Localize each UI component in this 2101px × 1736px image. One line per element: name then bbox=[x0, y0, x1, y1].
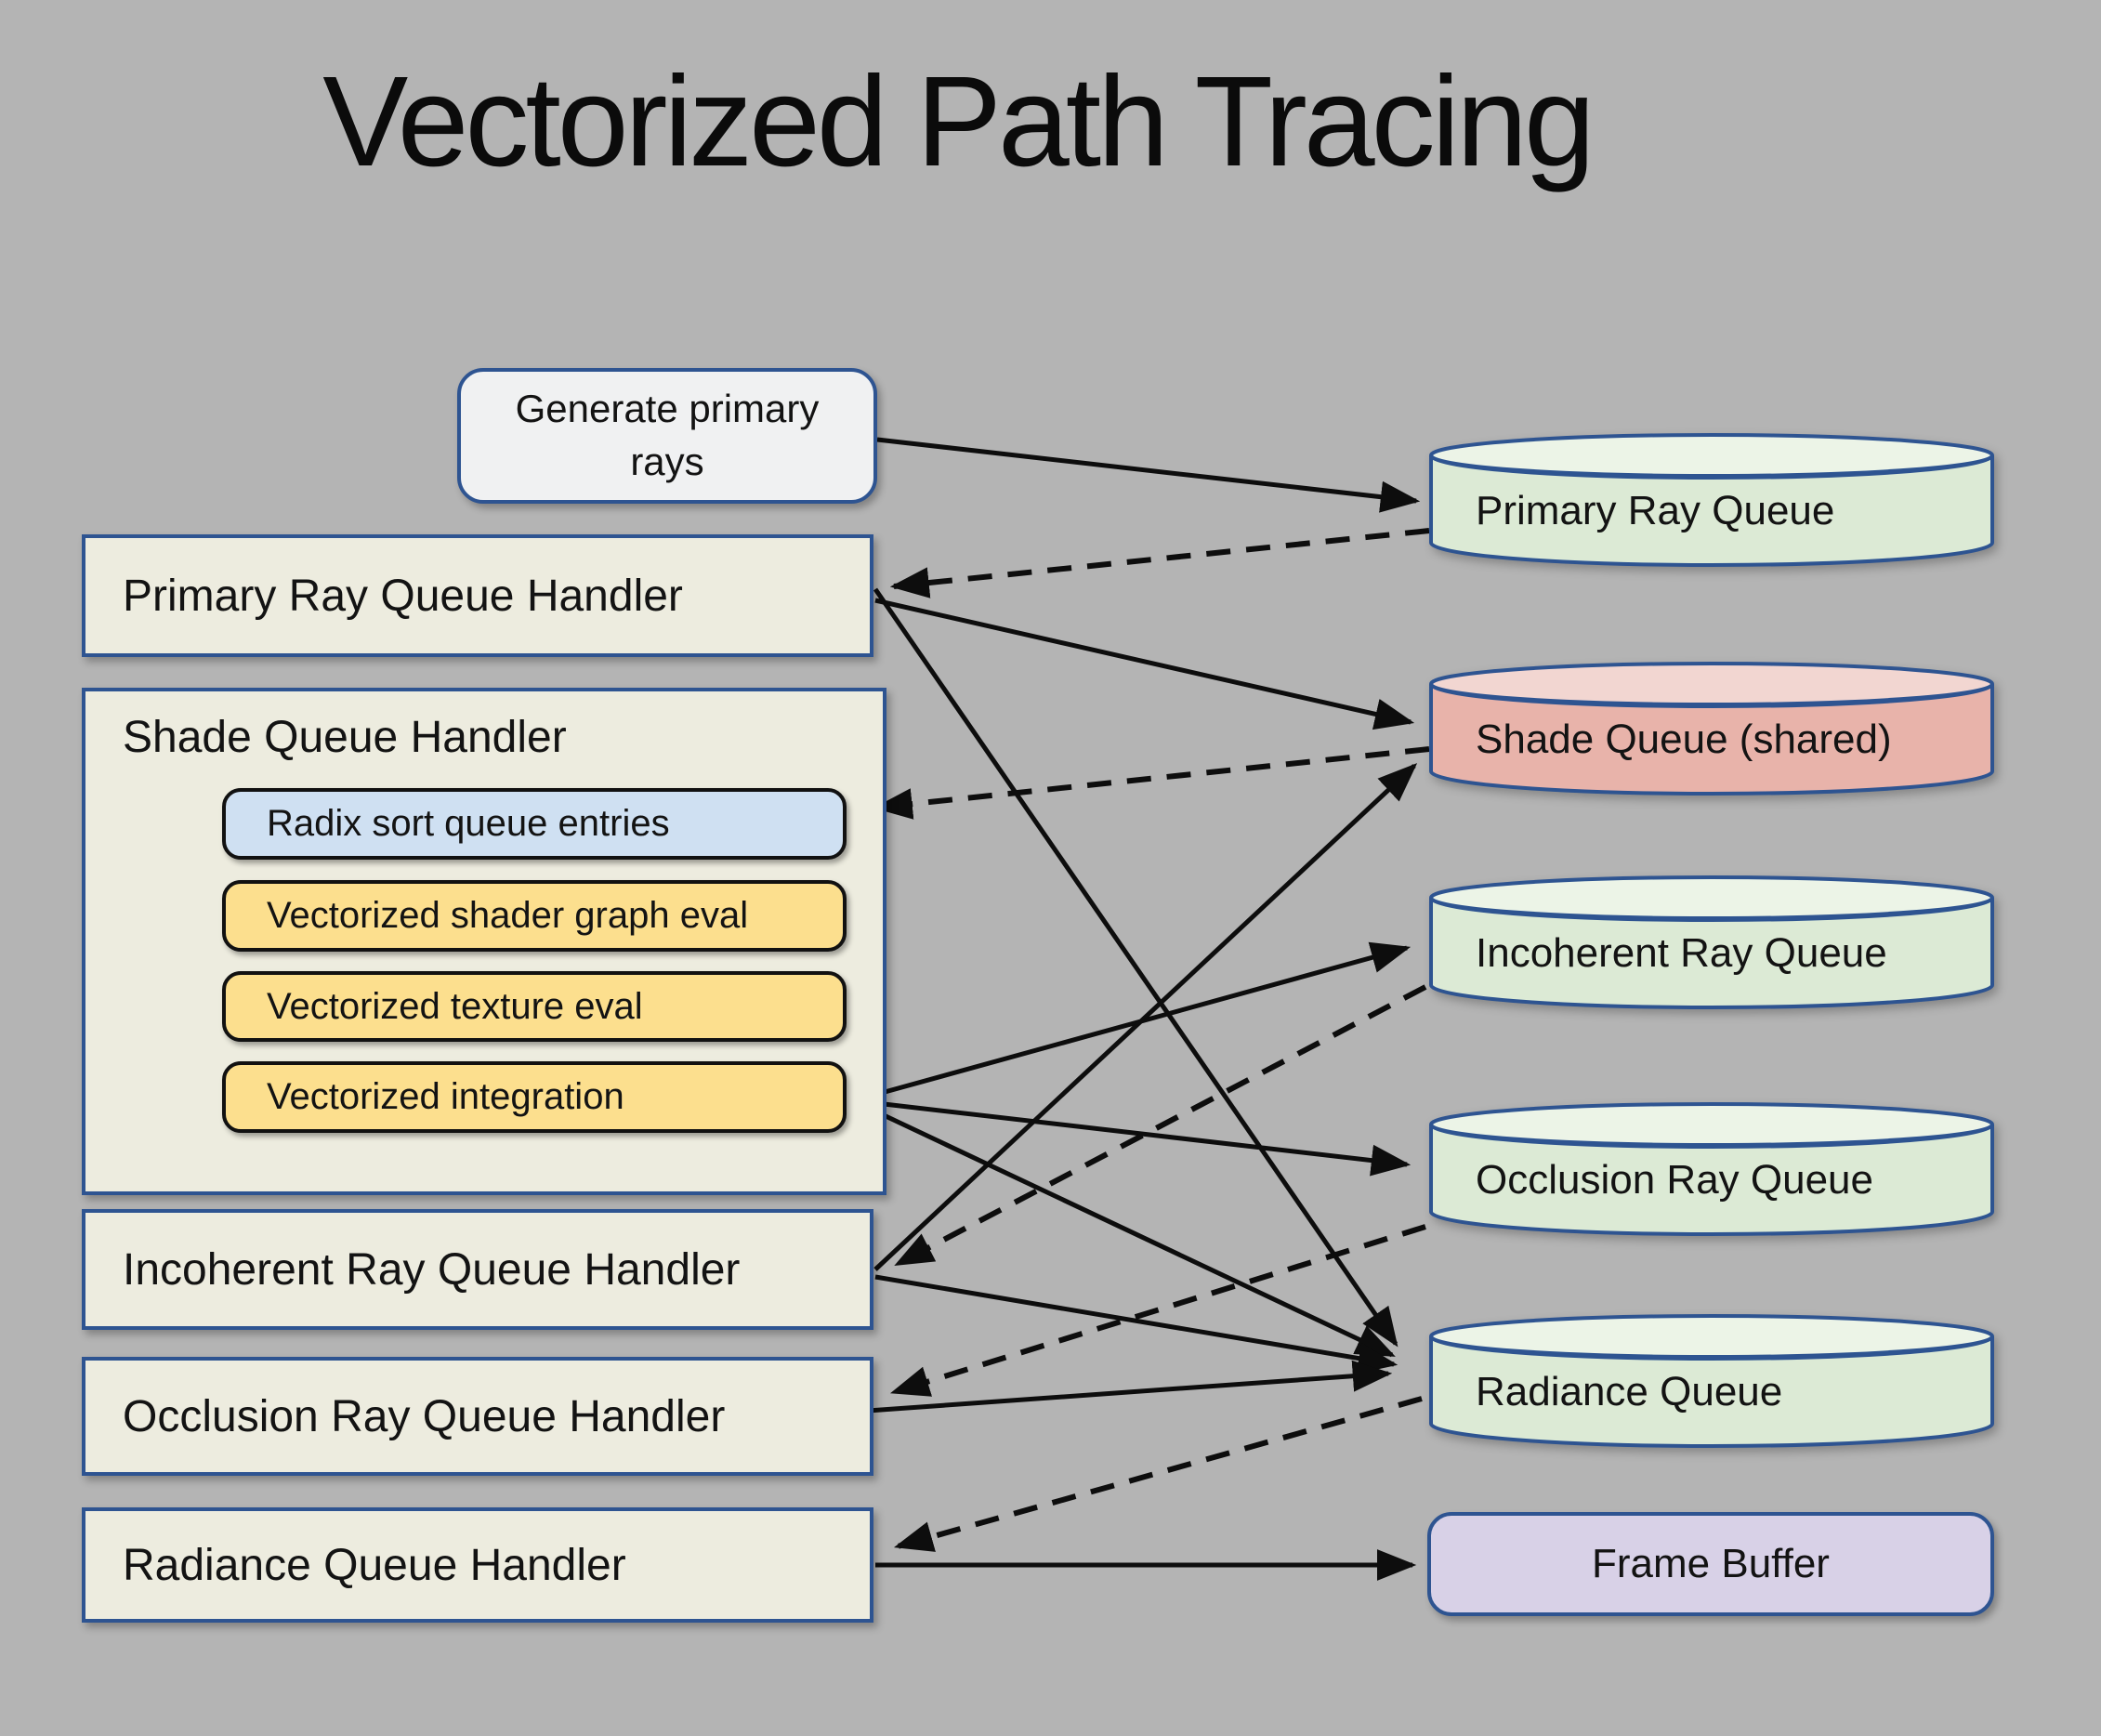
edge-integration-to-occlusion-ray-queue bbox=[867, 1099, 1412, 1177]
cylinder-shape bbox=[1429, 1314, 1994, 1448]
incoherent-ray-queue-handler-box: Incoherent Ray Queue Handler bbox=[82, 1209, 873, 1330]
vectorized-shader-graph-eval-box: Vectorized shader graph eval bbox=[222, 880, 847, 952]
radix-sort-queue-entries-box: Radix sort queue entries bbox=[222, 788, 847, 860]
generate-primary-rays-box: Generate primary rays bbox=[457, 368, 877, 504]
frame-buffer-box: Frame Buffer bbox=[1427, 1512, 1994, 1616]
vectorized-integration-label: Vectorized integration bbox=[267, 1076, 624, 1117]
edge-radiance-queue-to-radiance-handler bbox=[893, 1396, 1423, 1552]
edge-integration-to-incoherent-ray-queue bbox=[867, 941, 1412, 1099]
radiance-queue-cylinder: Radiance Queue bbox=[1427, 1312, 1996, 1452]
shade-queue-handler-label: Shade Queue Handler bbox=[123, 713, 567, 762]
occlusion-ray-queue-cylinder: Occlusion Ray Queue bbox=[1427, 1100, 1996, 1240]
edge-incoherent-ray-queue-to-incoherent-handler bbox=[894, 984, 1427, 1267]
edge-primary-ray-queue-to-primary-handler bbox=[889, 528, 1430, 598]
cylinder-shape bbox=[1429, 875, 1994, 1009]
cylinder-shape bbox=[1429, 1102, 1994, 1236]
radiance-queue-label: Radiance Queue bbox=[1476, 1368, 1783, 1414]
edge-generate-to-primary-ray-queue bbox=[876, 437, 1421, 513]
radiance-queue-handler-box: Radiance Queue Handler bbox=[82, 1507, 873, 1623]
vectorized-texture-eval-label: Vectorized texture eval bbox=[267, 985, 643, 1027]
cylinder-shape bbox=[1429, 662, 1994, 796]
primary-ray-queue-label: Primary Ray Queue bbox=[1476, 487, 1835, 533]
diagram-title: Vectorized Path Tracing bbox=[322, 50, 1595, 193]
edge-primary-handler-to-radiance-queue bbox=[873, 587, 1398, 1348]
vectorized-texture-eval-box: Vectorized texture eval bbox=[222, 971, 847, 1042]
occlusion-ray-queue-handler-box: Occlusion Ray Queue Handler bbox=[82, 1357, 873, 1476]
cylinder-shape bbox=[1429, 433, 1994, 567]
edge-occlusion-handler-to-radiance-queue bbox=[867, 1360, 1393, 1414]
shade-queue-label: Shade Queue (shared) bbox=[1476, 716, 1892, 762]
edge-incoherent-handler-to-shade-queue bbox=[873, 763, 1418, 1271]
vectorized-integration-box: Vectorized integration bbox=[222, 1061, 847, 1133]
radiance-queue-handler-label: Radiance Queue Handler bbox=[123, 1540, 626, 1590]
shade-queue-cylinder: Shade Queue (shared) bbox=[1427, 660, 1996, 799]
primary-ray-queue-handler-label: Primary Ray Queue Handler bbox=[123, 571, 683, 621]
edge-primary-handler-to-shade-queue bbox=[874, 598, 1415, 730]
edge-occlusion-ray-queue-to-occlusion-handler bbox=[889, 1224, 1426, 1397]
edge-shade-queue-to-radix-sort bbox=[873, 746, 1430, 820]
edge-incoherent-handler-to-radiance-queue bbox=[874, 1274, 1398, 1374]
occlusion-ray-queue-handler-label: Occlusion Ray Queue Handler bbox=[123, 1391, 726, 1441]
generate-primary-rays-label: Generate primary rays bbox=[515, 387, 820, 483]
vectorized-shader-graph-eval-label: Vectorized shader graph eval bbox=[267, 895, 749, 936]
incoherent-ray-queue-cylinder: Incoherent Ray Queue bbox=[1427, 874, 1996, 1013]
edge-integration-to-radiance-queue bbox=[866, 1105, 1396, 1358]
radix-sort-queue-entries-label: Radix sort queue entries bbox=[267, 803, 670, 844]
frame-buffer-label: Frame Buffer bbox=[1592, 1541, 1830, 1586]
primary-ray-queue-cylinder: Primary Ray Queue bbox=[1427, 431, 1996, 571]
occlusion-ray-queue-label: Occlusion Ray Queue bbox=[1476, 1156, 1873, 1203]
incoherent-ray-queue-label: Incoherent Ray Queue bbox=[1476, 929, 1887, 976]
primary-ray-queue-handler-box: Primary Ray Queue Handler bbox=[82, 534, 873, 657]
incoherent-ray-queue-handler-label: Incoherent Ray Queue Handler bbox=[123, 1244, 741, 1295]
